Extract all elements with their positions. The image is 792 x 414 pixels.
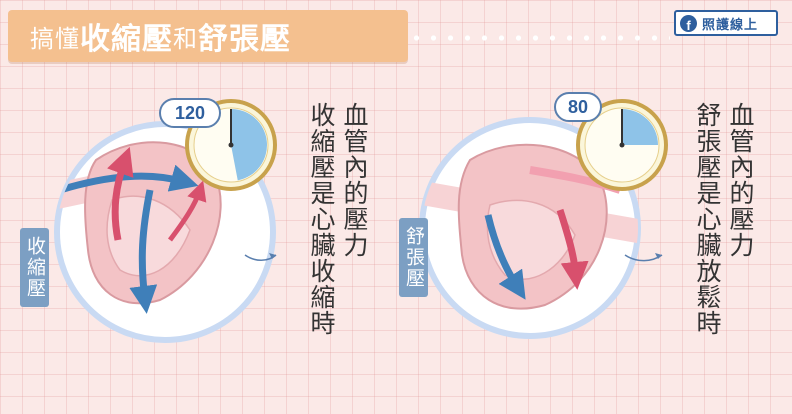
gauge-value-systolic: 120 xyxy=(159,98,221,128)
title-part-2: 收縮壓 xyxy=(80,23,173,56)
gauge-diastolic xyxy=(576,99,668,191)
gauge-fill-systolic xyxy=(231,109,268,181)
title-part-1: 搞懂 xyxy=(30,25,80,53)
gauge-value-diastolic: 80 xyxy=(554,92,602,122)
arrow-red-down xyxy=(556,208,589,290)
arrow-blue-down xyxy=(129,189,158,314)
caption-line1-systolic: 血管內的壓力 xyxy=(340,102,368,258)
badge-text: 照護線上 xyxy=(702,16,759,32)
title-banner: 搞懂 收縮壓 和 舒張壓 xyxy=(8,10,408,62)
arrow-blue-down xyxy=(484,214,526,300)
caption-line2-diastolic: 舒張壓是心臟放鬆時 xyxy=(693,102,721,336)
dotted-divider xyxy=(408,34,670,42)
facebook-icon: f xyxy=(680,14,697,32)
caption-line2-systolic: 收縮壓是心臟收縮時 xyxy=(307,102,335,336)
arrow-red-up xyxy=(107,146,134,241)
title-part-3: 和 xyxy=(173,25,198,53)
side-label-diastolic: 舒張壓 xyxy=(399,218,428,297)
gauge-fill-diastolic xyxy=(622,109,658,145)
facebook-badge[interactable]: f 照護線上 xyxy=(674,10,778,36)
title-part-4: 舒張壓 xyxy=(198,23,291,56)
caption-line1-diastolic: 血管內的壓力 xyxy=(726,102,754,258)
side-label-systolic: 收縮壓 xyxy=(20,228,49,307)
